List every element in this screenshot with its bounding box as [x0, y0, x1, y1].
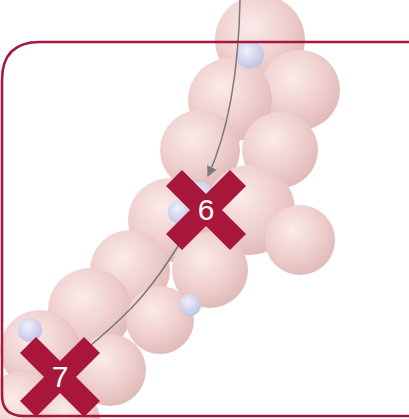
x-shape-fill: [166, 170, 246, 250]
callout-number: 6: [198, 195, 215, 225]
cell-clusters: [0, 0, 340, 419]
callout-number: 7: [52, 362, 69, 392]
panel-frame: [2, 42, 409, 416]
incoming-arrow: [208, 0, 240, 176]
pathway-line: [79, 232, 187, 355]
x-marker: 7: [20, 337, 100, 417]
x-shape-fill: [20, 337, 100, 417]
x-marker: 6: [166, 170, 246, 250]
